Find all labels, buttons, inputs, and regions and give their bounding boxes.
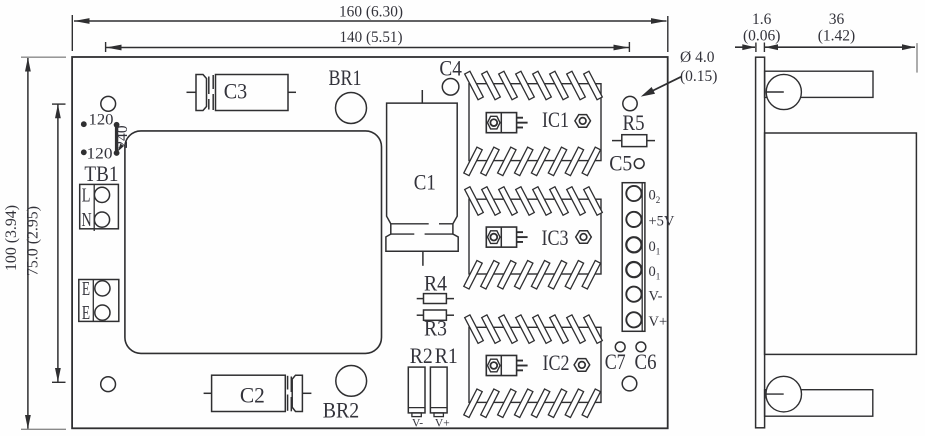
svg-text:(1.42): (1.42): [818, 28, 855, 45]
svg-text:V+: V+: [649, 314, 668, 330]
svg-text:R3: R3: [424, 316, 447, 341]
svg-text:160 (6.30): 160 (6.30): [339, 4, 403, 21]
svg-text:V-: V-: [649, 288, 663, 304]
svg-text:240: 240: [114, 125, 131, 148]
svg-text:01: 01: [649, 239, 661, 257]
svg-text:75.0 (2.95): 75.0 (2.95): [25, 206, 42, 276]
svg-text:C4: C4: [439, 56, 462, 81]
svg-text:R4: R4: [424, 271, 447, 296]
svg-text:C6: C6: [635, 349, 657, 374]
svg-text:BR2: BR2: [323, 397, 360, 422]
svg-text:C1: C1: [414, 169, 436, 194]
svg-text:120: 120: [89, 111, 114, 128]
svg-text:120: 120: [87, 145, 113, 162]
svg-text:Ø 4.0: Ø 4.0: [680, 49, 715, 66]
svg-text:IC2: IC2: [543, 350, 570, 375]
svg-text:N: N: [82, 209, 92, 231]
svg-text:100 (3.94): 100 (3.94): [3, 205, 20, 271]
svg-text:(0.06): (0.06): [743, 28, 780, 45]
svg-text:BR1: BR1: [329, 65, 362, 90]
svg-text:E: E: [82, 278, 90, 300]
svg-text:V+: V+: [435, 418, 450, 430]
svg-text:C3: C3: [224, 78, 248, 103]
svg-text:140 (5.51): 140 (5.51): [340, 29, 403, 46]
svg-text:1.6: 1.6: [752, 11, 772, 28]
svg-text:36: 36: [829, 11, 845, 28]
svg-text:IC3: IC3: [542, 225, 569, 250]
svg-text:C5: C5: [609, 150, 632, 175]
svg-text:R5: R5: [623, 110, 645, 135]
svg-text:R1: R1: [435, 343, 458, 368]
svg-text:IC1: IC1: [542, 107, 569, 132]
svg-text:R2: R2: [410, 343, 433, 368]
svg-text:E: E: [82, 302, 90, 324]
svg-text:C7: C7: [605, 349, 626, 374]
svg-text:TB1: TB1: [84, 161, 118, 186]
svg-text:L: L: [82, 184, 91, 206]
svg-text:02: 02: [649, 188, 661, 206]
svg-text:C2: C2: [240, 383, 265, 408]
svg-text:+5V: +5V: [649, 214, 675, 230]
svg-text:01: 01: [649, 264, 661, 282]
svg-text:(0.15): (0.15): [680, 68, 717, 85]
svg-text:V-: V-: [412, 418, 423, 430]
